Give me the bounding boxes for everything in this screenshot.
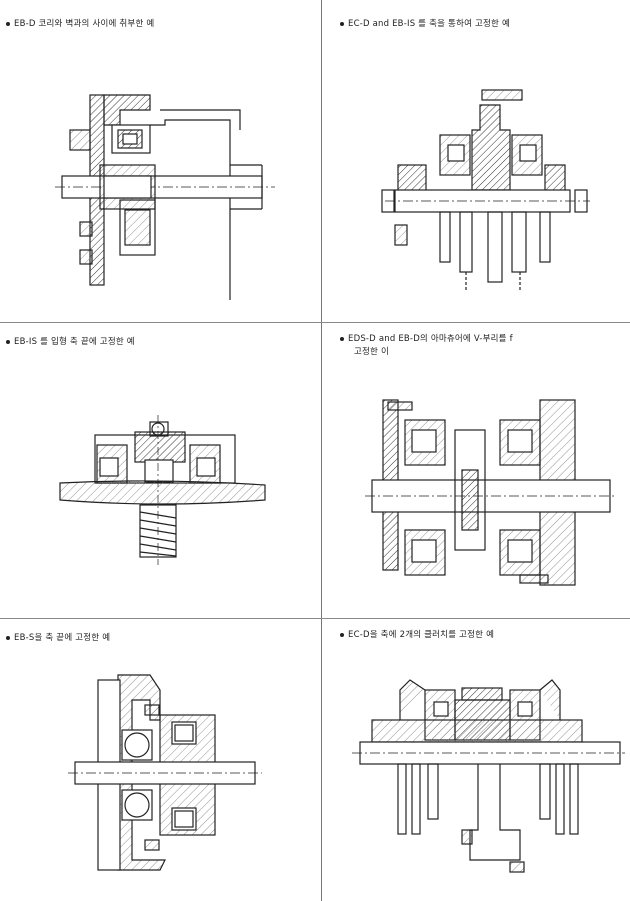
divider-row1-right (321, 322, 630, 323)
drawing-1-brake-wall-mount (55, 94, 275, 300)
drawing-5-brake-shaft-end (68, 674, 262, 871)
drawing-4-armature-pulley (365, 399, 615, 586)
divider-row1 (0, 322, 321, 323)
drawing-2-clutch-brake-shaft (381, 89, 590, 292)
caption-3: EB-IS 를 입형 축 끝에 고정한 예 (6, 336, 135, 349)
caption-2: EC-D and EB-IS 를 축을 통하여 고정한 예 (340, 18, 510, 31)
drawing-3-brake-vertical-shaft (59, 415, 266, 565)
caption-6: EC-D을 축에 2개의 클러치를 고정한 예 (340, 629, 494, 642)
divider-row2 (0, 618, 630, 619)
caption-1: EB-D 코리와 벽과의 사이에 취부한 예 (6, 18, 154, 31)
drawing-6-two-clutches (352, 679, 625, 873)
vertical-divider (321, 0, 322, 901)
caption-5: EB-S을 축 끝에 고정한 예 (6, 632, 110, 645)
